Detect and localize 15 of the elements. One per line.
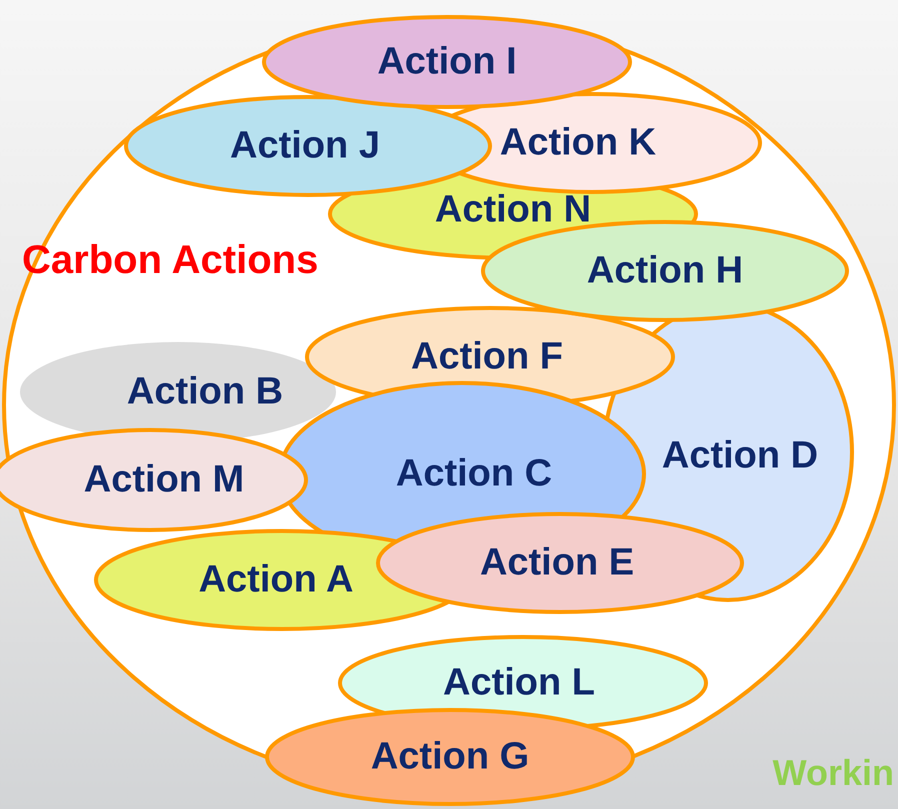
action-label: Action E: [480, 542, 634, 584]
action-label: Action A: [198, 558, 354, 602]
action-label: Action C: [396, 452, 552, 496]
action-label: Action M: [84, 458, 244, 502]
action-label: Action D: [662, 434, 818, 478]
action-label: Action N: [434, 188, 592, 232]
action-label: Action H: [586, 250, 744, 292]
action-label: Action B: [126, 370, 284, 414]
action-label: Action K: [500, 122, 656, 164]
action-label: Action I: [377, 40, 517, 84]
action-label: Action F: [411, 336, 563, 378]
action-label: Action J: [230, 124, 380, 168]
action-label: Action L: [443, 662, 595, 704]
footer-text: Workin: [772, 752, 894, 794]
action-label: Action G: [370, 736, 530, 778]
